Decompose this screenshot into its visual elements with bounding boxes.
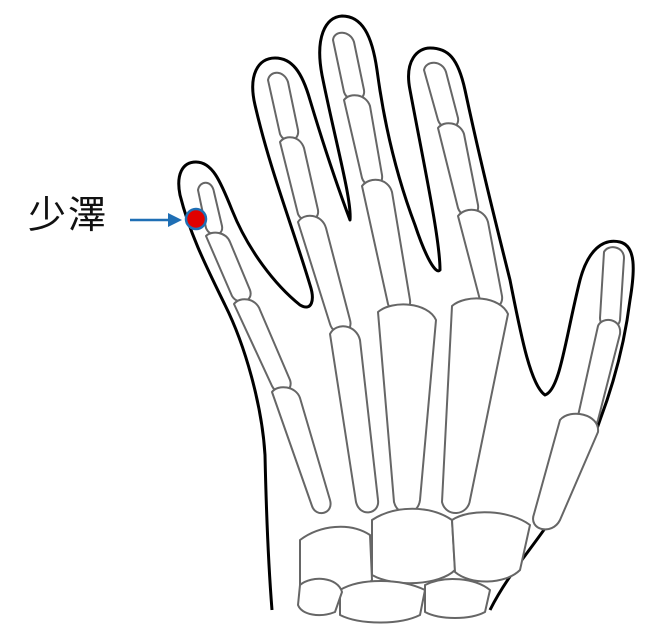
acupoint-marker bbox=[184, 207, 208, 231]
acupoint-label: 少澤 bbox=[28, 193, 109, 237]
hand-outline bbox=[177, 14, 635, 611]
arrowhead bbox=[168, 213, 182, 227]
hand-bones bbox=[197, 31, 625, 624]
